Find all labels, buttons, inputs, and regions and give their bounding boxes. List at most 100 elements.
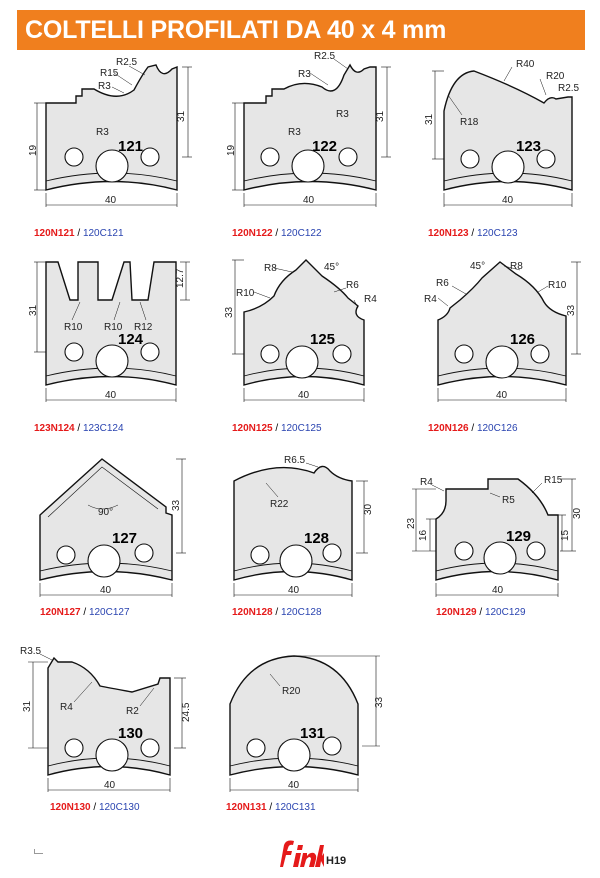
knife-129-drawing: R4 R15 R5 23 16 30 15 40 129 — [406, 475, 583, 597]
dim-label: 40 — [288, 585, 300, 596]
knife-121-drawing: R2.5 R15 R3 R3 19 31 40 121 — [28, 57, 192, 207]
code-red: 120N128 — [232, 607, 273, 618]
dim-label: R3 — [98, 81, 111, 92]
code-blue: 120C121 — [82, 228, 124, 239]
knife-123-drawing: R40 R20 R2.5 R18 31 40 123 — [424, 59, 580, 207]
dim-label: 33 — [171, 499, 182, 511]
knife-130: R3.5 R4 R2 31 24.5 40 130 120N130 / 120C… — [20, 640, 200, 830]
dim-label: 40 — [104, 780, 116, 791]
dim-label: R6 — [346, 280, 359, 291]
code-blue: 120C125 — [280, 423, 322, 434]
dim-label: 33 — [566, 304, 577, 316]
knife-code: 120N126 / 120C126 — [428, 423, 518, 434]
knife-124-drawing: R10 R10 R12 31 12.7 40 124 — [28, 261, 190, 402]
dim-label: 30 — [572, 507, 583, 519]
dim-label: R3 — [288, 127, 301, 138]
knife-code: 120N131 / 120C131 — [226, 802, 316, 813]
code-blue: 120C126 — [476, 423, 518, 434]
code-red: 120N131 — [226, 802, 267, 813]
knife-code: 120N122 / 120C122 — [232, 228, 322, 239]
code-blue: 120C122 — [280, 228, 322, 239]
code-red: 120N121 — [34, 228, 75, 239]
dim-label: R12 — [134, 322, 153, 333]
knife-number: 131 — [300, 725, 325, 742]
dim-label: 16 — [418, 529, 429, 541]
knife-122: R2.5 R3 R3 R3 19 31 40 122 120N122 / 120… — [226, 51, 410, 245]
knife-129: R4 R15 R5 23 16 30 15 40 129 120N129 / 1… — [406, 445, 590, 635]
dim-label: 31 — [28, 304, 39, 316]
code-blue: 120C127 — [88, 607, 130, 618]
brand-logo: fink — [278, 839, 324, 874]
knife-number: 130 — [118, 725, 143, 742]
dim-label: 90° — [98, 507, 113, 518]
code-red: 120N127 — [40, 607, 81, 618]
dim-label: R40 — [516, 59, 535, 70]
code-red: 120N125 — [232, 423, 273, 434]
dim-label: 40 — [288, 780, 300, 791]
knife-number: 127 — [112, 530, 137, 547]
dim-label: R2.5 — [314, 51, 336, 62]
knife-number: 129 — [506, 528, 531, 545]
code-red: 120N126 — [428, 423, 469, 434]
knife-126: 45° R8 R6 R10 R4 33 40 126 120N126 / 120… — [424, 250, 600, 440]
title-banner: COLTELLI PROFILATI DA 40 x 4 mm — [17, 10, 585, 50]
knife-125-drawing: R8 45° R6 R10 R4 33 40 125 — [224, 259, 377, 402]
knife-number: 128 — [304, 530, 329, 547]
dim-label: R15 — [544, 475, 563, 486]
knife-121: R2.5 R15 R3 R3 19 31 40 121 120N121 / 12… — [28, 55, 212, 245]
code-blue: 120C129 — [484, 607, 526, 618]
fink-logo-icon: fink — [280, 840, 324, 867]
knife-code: 120N127 / 120C127 — [40, 607, 130, 618]
dim-label: 31 — [424, 113, 435, 125]
knife-128: R6.5 R22 30 40 128 120N128 / 120C128 — [226, 445, 406, 635]
dim-label: R4 — [420, 477, 433, 488]
code-blue: 120C123 — [476, 228, 518, 239]
dim-label: R8 — [264, 263, 277, 274]
dim-label: 19 — [226, 144, 237, 156]
code-blue: 120C130 — [98, 802, 140, 813]
dim-label: R2.5 — [116, 57, 138, 68]
dim-label: R20 — [546, 71, 565, 82]
knife-code: 120N130 / 120C130 — [50, 802, 140, 813]
code-blue: 120C128 — [280, 607, 322, 618]
dim-label: R10 — [548, 280, 567, 291]
code-red: 123N124 — [34, 423, 75, 434]
knife-124: R10 R10 R12 31 12.7 40 124 123N124 / 123… — [28, 250, 212, 440]
dim-label: 40 — [100, 585, 112, 596]
dim-label: R2.5 — [558, 83, 580, 94]
dim-label: R3.5 — [20, 646, 42, 657]
dim-label: R6.5 — [284, 455, 306, 466]
knife-122-drawing: R2.5 R3 R3 R3 19 31 40 122 — [226, 51, 391, 207]
dim-label: R5 — [502, 495, 515, 506]
knife-125: R8 45° R6 R10 R4 33 40 125 120N125 / 120… — [224, 250, 410, 440]
dim-label: 40 — [502, 195, 514, 206]
code-red: 120N129 — [436, 607, 477, 618]
page-title: COLTELLI PROFILATI DA 40 x 4 mm — [25, 16, 447, 44]
knife-126-drawing: 45° R8 R6 R10 R4 33 40 126 — [424, 261, 581, 402]
code-blue: 120C131 — [274, 802, 316, 813]
knife-131: R20 33 40 131 120N131 / 120C131 — [218, 640, 398, 830]
knife-number: 126 — [510, 331, 535, 348]
dim-label: R3 — [96, 127, 109, 138]
corner-mark — [34, 849, 43, 854]
code-red: 120N130 — [50, 802, 91, 813]
dim-label: 24.5 — [181, 702, 192, 722]
dim-label: 40 — [105, 390, 117, 401]
dim-label: R3 — [298, 69, 311, 80]
code-blue: 123C124 — [82, 423, 124, 434]
dim-label: R10 — [236, 288, 255, 299]
knife-130-drawing: R3.5 R4 R2 31 24.5 40 130 — [20, 646, 192, 792]
knife-number: 121 — [118, 138, 143, 155]
dim-label: 31 — [176, 110, 187, 122]
knife-code: 120N123 / 120C123 — [428, 228, 518, 239]
knife-131-drawing: R20 33 40 131 — [229, 655, 385, 792]
dim-label: R20 — [282, 686, 301, 697]
dim-label: 40 — [298, 390, 310, 401]
dim-label: R6 — [436, 278, 449, 289]
dim-label: R3 — [336, 109, 349, 120]
dim-label: R15 — [100, 68, 119, 79]
dim-label: R8 — [510, 261, 523, 272]
knife-127-drawing: 90° 33 40 127 — [39, 458, 186, 597]
knife-code: 120N125 / 120C125 — [232, 423, 322, 434]
dim-label: 31 — [22, 700, 33, 712]
